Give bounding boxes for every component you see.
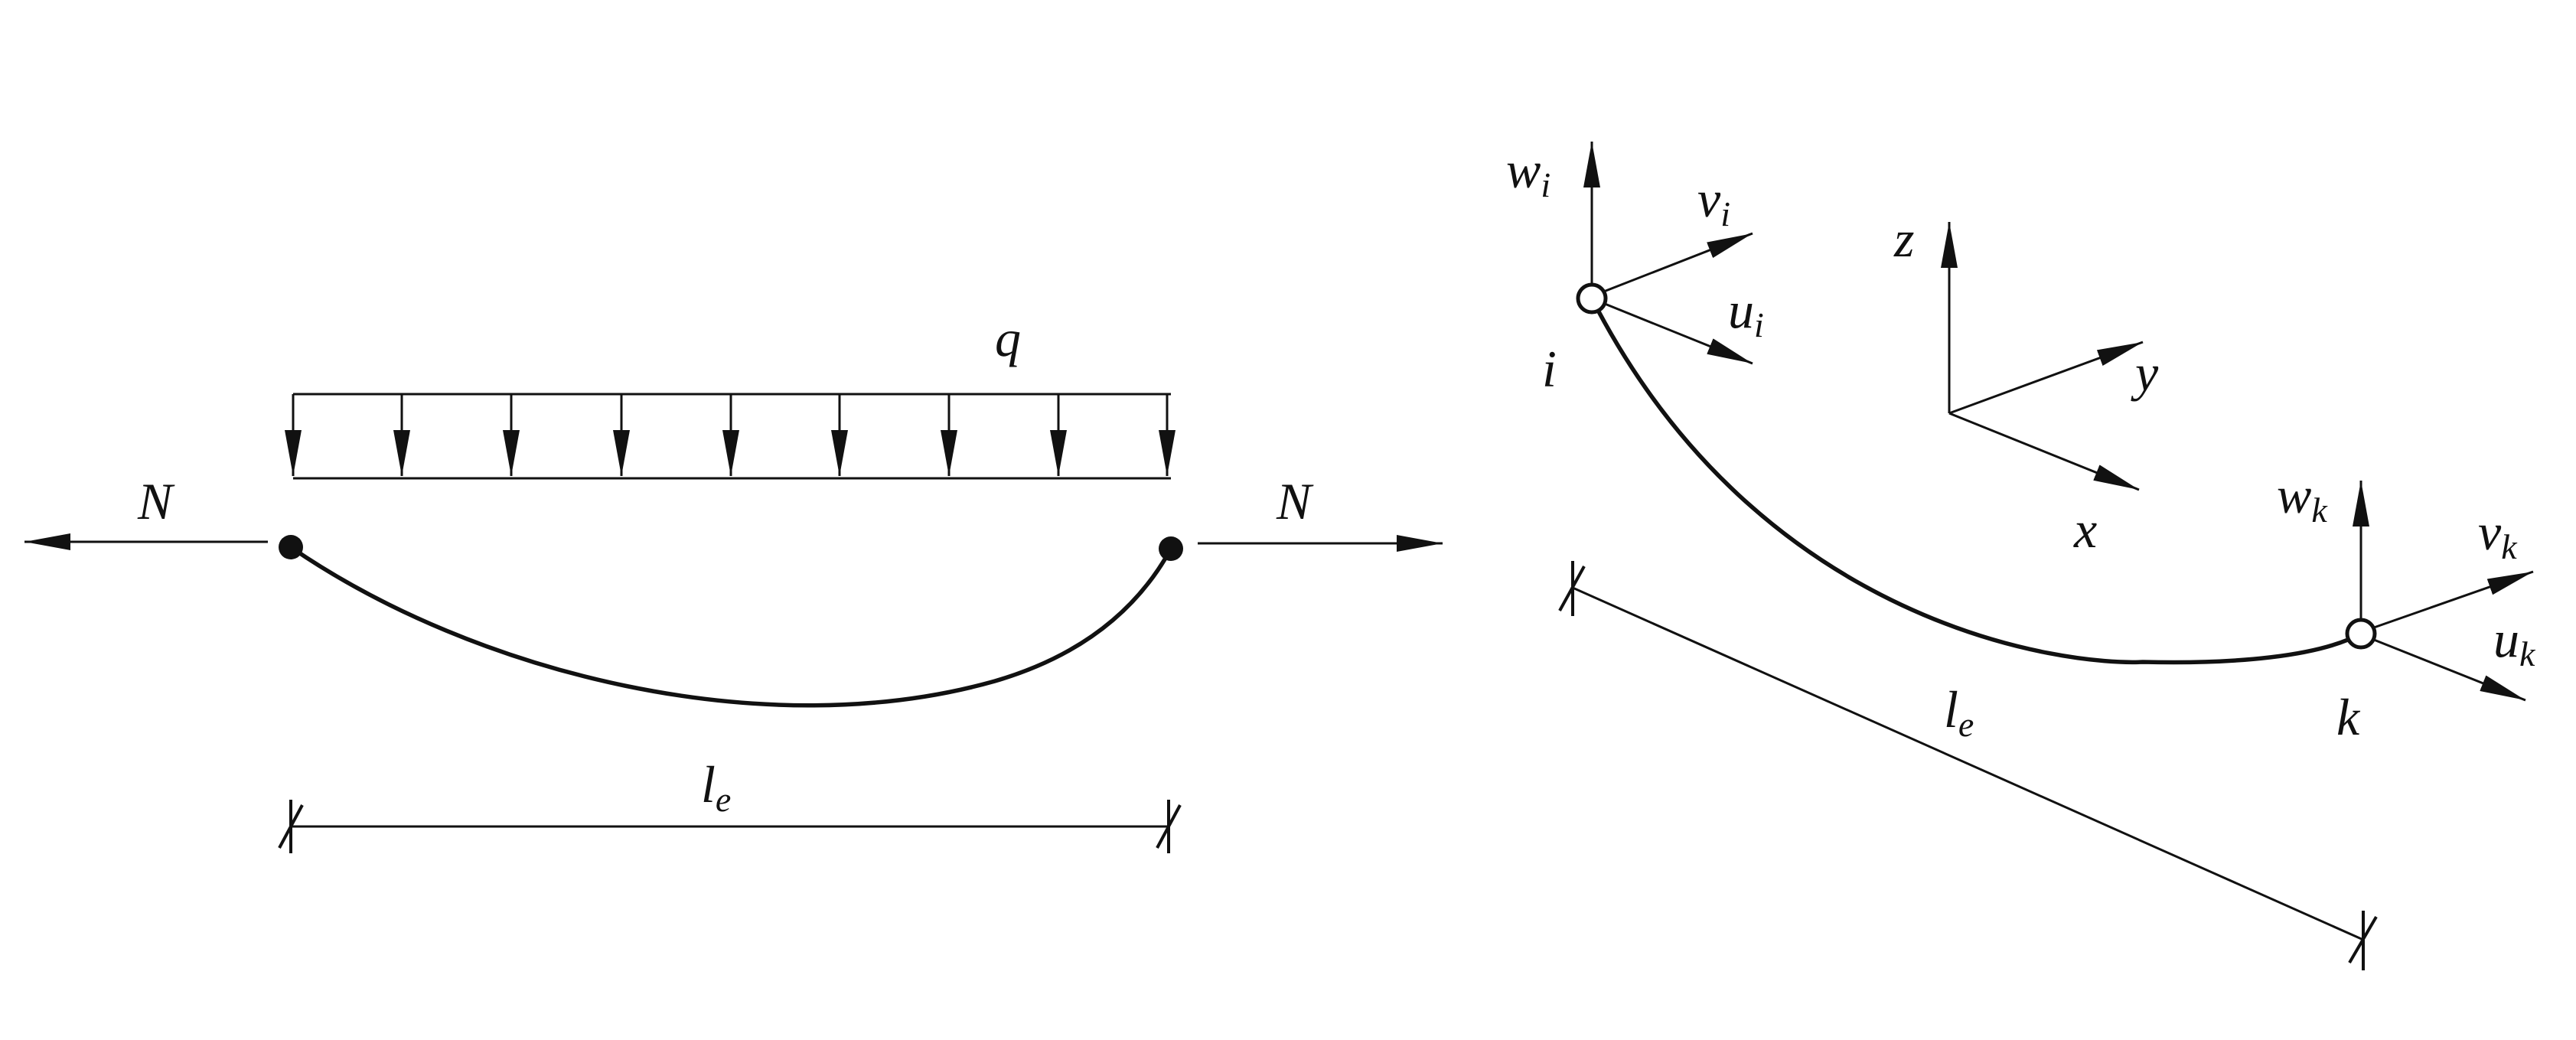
load-label-q: q [995, 309, 1021, 367]
node-k-v-sub: k [2501, 527, 2518, 566]
node-k-w-main: w [2277, 466, 2311, 524]
left-node-dot [279, 535, 303, 559]
right-figure: wi vi ui i z y x wk vk uk k [1506, 141, 2536, 970]
x-axis-arrow [1948, 412, 2140, 491]
z-axis-label: z [1893, 210, 1914, 268]
right-dimension-slash-end [2348, 915, 2378, 964]
node-k-v-label: vk [2478, 503, 2518, 566]
axial-force-right-label: N [1276, 472, 1314, 530]
right-dimension-slash-start [1558, 566, 1586, 611]
node-i-u-label: ui [1728, 281, 1764, 344]
right-length-main: l [1944, 680, 1958, 738]
left-length-dimension: le [278, 755, 1182, 853]
node-i-v-main: v [1697, 170, 1721, 228]
node-i-w-main: w [1506, 141, 1541, 199]
left-cable-curve [289, 545, 1173, 708]
left-figure: q N N le [24, 309, 1443, 853]
node-k-circle [2345, 618, 2377, 650]
node-i-v-sub: i [1720, 194, 1730, 233]
node-k-w-label: wk [2277, 466, 2328, 530]
node-k-label: k [2336, 688, 2361, 746]
node-k-v-main: v [2478, 503, 2502, 561]
node-k-group: wk vk uk k [2277, 466, 2536, 746]
left-length-label: le [701, 755, 731, 819]
y-axis-label: y [2131, 344, 2159, 402]
right-length-sub: e [1958, 705, 1974, 744]
node-i-w-label: wi [1506, 141, 1550, 204]
load-arrows [285, 394, 1176, 476]
node-i-v-label: vi [1697, 170, 1730, 233]
distributed-load: q [285, 309, 1176, 480]
right-dimension-line [1572, 586, 2364, 941]
right-cable-curve [1590, 297, 2362, 665]
x-axis-label: x [2073, 500, 2097, 559]
node-i-w-sub: i [1541, 165, 1550, 204]
left-length-sub: e [716, 780, 731, 819]
node-i-group: wi vi ui i [1506, 141, 1764, 398]
left-dimension-slash-end [1156, 804, 1182, 849]
node-k-v-arrow [2373, 570, 2534, 629]
node-k-w-sub: k [2311, 491, 2328, 530]
node-i-u-sub: i [1754, 305, 1764, 344]
node-i-circle [1576, 282, 1608, 315]
node-i-label: i [1542, 340, 1557, 398]
right-node-dot [1159, 536, 1183, 561]
node-k-u-arrow [2373, 638, 2526, 702]
right-length-dimension: le [1558, 561, 2378, 970]
y-axis-arrow [1948, 341, 2144, 415]
right-length-label: le [1944, 680, 1974, 744]
node-i-v-arrow [1601, 232, 1753, 294]
node-k-u-label: uk [2493, 610, 2536, 673]
node-k-u-main: u [2493, 610, 2519, 668]
left-dimension-slash-start [278, 804, 304, 849]
axial-force-left-label: N [137, 472, 175, 530]
left-length-main: l [701, 755, 716, 813]
node-i-u-main: u [1728, 281, 1754, 339]
node-i-u-arrow [1604, 302, 1753, 365]
global-axes: z y x [1893, 210, 2159, 559]
node-k-u-sub: k [2519, 634, 2536, 673]
